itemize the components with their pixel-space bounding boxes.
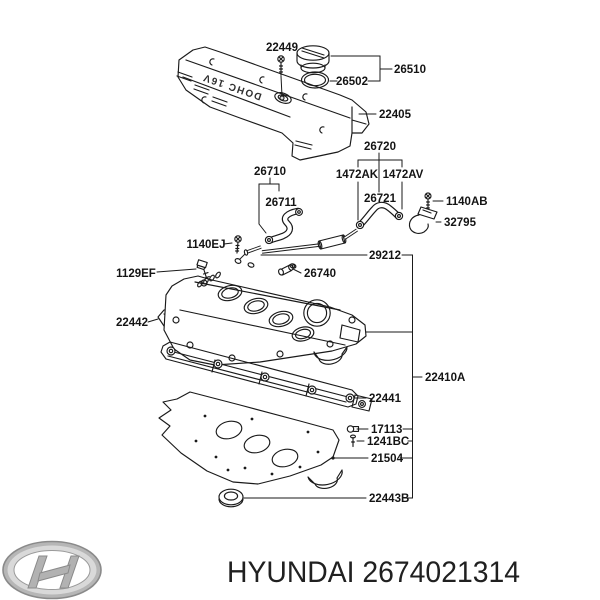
footer-branding: HYUNDAI 2674021314 <box>2 540 520 600</box>
part-label-26740: 26740 <box>304 268 336 280</box>
screw-1140EJ-drawing <box>234 235 242 254</box>
part-label-22441: 22441 <box>369 393 402 405</box>
bolt-1129EF-drawing <box>196 259 213 290</box>
part-label-1472AV: 1472AV <box>383 169 424 181</box>
hose-clamp-1472AK-drawing <box>355 220 365 230</box>
hyundai-logo <box>2 540 102 600</box>
head-gasket-drawing <box>158 391 340 485</box>
cam-seal-22443B-drawing <box>218 488 244 508</box>
logo-h-crossbar <box>37 564 71 582</box>
pcv-valve-26740-drawing <box>277 264 296 276</box>
screw-1140AB-drawing <box>424 192 432 210</box>
cover-dohc-text: DOHC 16V <box>201 71 263 102</box>
part-label-1140EJ: 1140EJ <box>186 239 225 251</box>
part-label-1472AK: 1472AK <box>336 169 379 181</box>
cover-emblem-oval <box>274 92 292 104</box>
pin-1241BC-drawing <box>350 434 356 448</box>
spark-plug-wells <box>217 284 315 342</box>
part-label-22449: 22449 <box>266 42 298 54</box>
part-label-26510: 26510 <box>394 64 426 76</box>
hose-clamp-1472AV-drawing <box>394 211 404 221</box>
part-label-29212: 29212 <box>369 250 401 262</box>
oil-filler-cap-drawing <box>296 45 330 74</box>
oil-cap-opening <box>303 299 331 327</box>
part-label-22442: 22442 <box>116 317 148 329</box>
engine-cover-drawing: DOHC 16V <box>176 46 370 161</box>
rear-arch-seal-drawing <box>307 469 343 490</box>
breather-hose-26721-drawing <box>355 201 404 230</box>
pipe-clamp-32795-drawing <box>408 206 438 234</box>
part-label-22443B: 22443B <box>369 493 409 505</box>
leader-lines <box>147 55 444 499</box>
part-label-1129EF: 1129EF <box>116 268 156 280</box>
part-label-26721: 26721 <box>364 193 397 205</box>
breather-hose-26711-drawing <box>264 207 303 245</box>
brand-part-number-text: HYUNDAI 2674021314 <box>227 556 520 589</box>
part-label-26711: 26711 <box>265 197 297 209</box>
valve-cover-drawing <box>163 262 367 366</box>
logo-h-left-leg <box>27 555 48 589</box>
bolt-17113-drawing <box>346 425 360 433</box>
part-label-26502: 26502 <box>336 76 368 88</box>
part-label-1140AB: 1140AB <box>446 196 488 208</box>
part-label-32795: 32795 <box>444 217 477 229</box>
part-label-21504: 21504 <box>371 453 404 465</box>
rail-gasket-drawing <box>160 341 373 490</box>
part-label-1241BC: 1241BC <box>367 436 409 448</box>
part-label-26720: 26720 <box>364 141 396 153</box>
screw-22449-drawing <box>277 55 285 101</box>
pcv-pipe-29212-drawing <box>234 228 358 264</box>
part-label-26710: 26710 <box>254 166 286 178</box>
part-label-22405: 22405 <box>379 109 412 121</box>
part-label-22410A: 22410A <box>425 372 465 384</box>
oil-cap-oring-drawing <box>300 71 330 89</box>
part-labels: 22449 26510 26502 22405 26720 1472AK 147… <box>116 42 488 505</box>
part-label-17113: 17113 <box>371 424 402 436</box>
